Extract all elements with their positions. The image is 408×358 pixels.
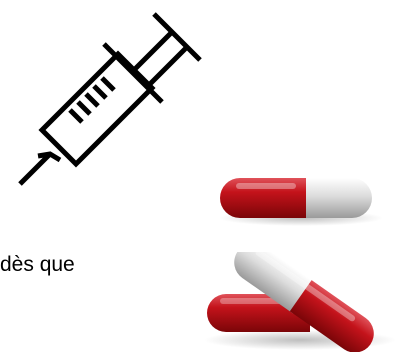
capsule-pills-icon — [204, 252, 396, 352]
capsule-pill-icon — [219, 178, 383, 226]
text-fragment: dès que — [0, 253, 75, 276]
syringe-icon — [18, 12, 202, 186]
